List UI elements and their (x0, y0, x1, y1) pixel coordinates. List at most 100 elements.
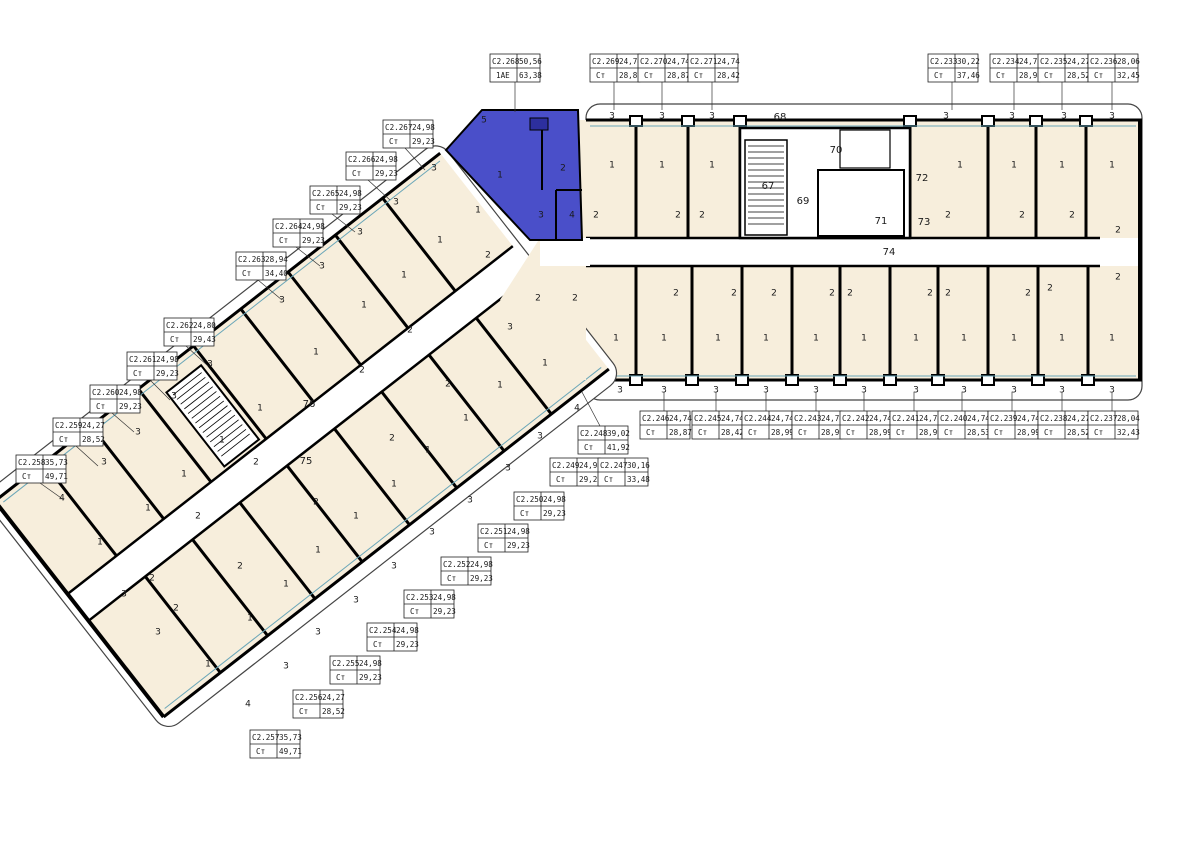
unit-area-total: 29,23 (339, 203, 362, 212)
unit-area: 24,74 (667, 57, 690, 66)
unit-room-number: 1 (97, 538, 103, 548)
joint-block (444, 109, 590, 380)
unit-room-number: 1 (715, 334, 721, 344)
unit-area-total: 28,99 (919, 428, 942, 437)
unit-type: Ст (846, 428, 855, 437)
unit-area: 50,56 (519, 57, 542, 66)
partition-wall (286, 271, 362, 366)
unit-room-number: 3 (283, 662, 289, 672)
unit-area: 30,16 (627, 461, 650, 470)
partition-wall (285, 464, 364, 563)
unit-code: С2.236 (1090, 57, 1118, 66)
unit-room-number: 2 (1019, 211, 1025, 221)
unit-area: 28,04 (1117, 414, 1140, 423)
unit-room-number: 3 (171, 392, 177, 402)
unit-code: С2.243 (794, 414, 821, 423)
unit-type: Ст (59, 435, 68, 444)
unit-room-number: 1 (763, 334, 769, 344)
leader-line (111, 412, 135, 433)
unit-area-total: 28,42 (721, 428, 744, 437)
leader-line (331, 213, 356, 233)
partition-wall (239, 308, 315, 403)
unit-room-number: 3 (357, 228, 363, 238)
unit-room-number: 1 (361, 301, 367, 311)
partition-wall (192, 344, 268, 440)
leader-line (404, 147, 426, 171)
unit-room-number: 1 (181, 470, 187, 480)
unit-area: 24,74 (721, 414, 744, 423)
unit-code: С2.238 (1040, 414, 1068, 423)
unit-room-number: 2 (593, 211, 599, 221)
unit-room-number: 3 (661, 386, 667, 396)
unit-room-number: 1 (961, 334, 967, 344)
unit-room-number: 3 (1109, 112, 1115, 122)
unit-type: Ст (170, 335, 179, 344)
unit-room-number: 3 (393, 198, 399, 208)
unit-room-number: 3 (913, 386, 919, 396)
unit-room-number: 3 (763, 386, 769, 396)
highlight-unit-c2-268[interactable] (444, 109, 584, 241)
unit-room-number: 2 (195, 512, 201, 522)
unit-room-number: 3 (861, 386, 867, 396)
room-labels: 5 1 2 3 4 67 68 69 70 71 72 73 74 75 76 (300, 112, 931, 467)
unit-room-number: 2 (829, 289, 835, 299)
unit-area-total: 28,99 (1017, 428, 1040, 437)
column (931, 374, 945, 386)
leader-line (75, 445, 99, 467)
leader-line (295, 246, 321, 267)
column (681, 115, 695, 127)
unit-room-number: 1 (315, 546, 321, 556)
unit-room-number: 1 (475, 206, 481, 216)
unit-type: Ст (410, 607, 419, 616)
partition-wall (333, 427, 411, 526)
label-room-2: 2 (560, 164, 566, 174)
unit-code: С2.245 (694, 414, 721, 423)
unit-area: 24,98 (507, 527, 530, 536)
unit-area-total: 29,23 (119, 402, 142, 411)
stair-tread (187, 391, 217, 414)
partition-wall (144, 575, 222, 674)
unit-room-number: 2 (407, 326, 413, 336)
unit-room-number: 1 (1059, 334, 1065, 344)
